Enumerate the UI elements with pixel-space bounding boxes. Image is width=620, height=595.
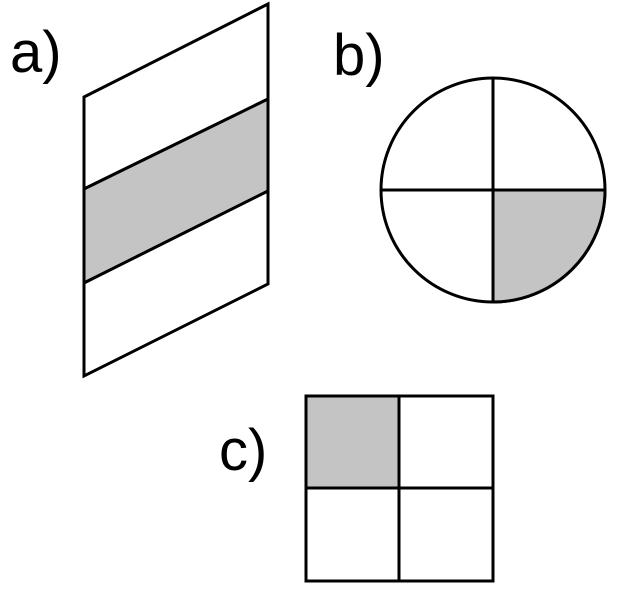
square-quarter-bottom-right	[397, 486, 495, 583]
figure-c-label: c)	[219, 418, 267, 483]
figure-b: b)	[333, 23, 607, 304]
figure-a-label: a)	[10, 20, 62, 85]
square-quarter-top-right	[397, 394, 495, 490]
square-quarter-top-left-shaded	[304, 394, 401, 490]
figure-c: c)	[219, 394, 495, 583]
figure-b-label: b)	[333, 23, 385, 88]
figure-a: a)	[10, 1, 270, 379]
square-quarter-bottom-left	[304, 486, 401, 583]
circle-quarter-bottom-right-shaded	[491, 188, 607, 304]
parallelogram-band-bottom	[82, 188, 270, 379]
